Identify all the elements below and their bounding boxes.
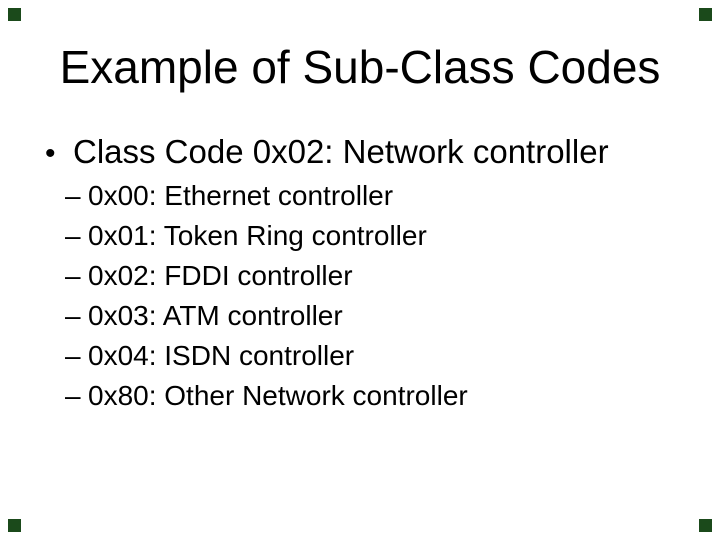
dash-icon: – xyxy=(65,300,81,331)
sub-bullet-list: – 0x00: Ethernet controller – 0x01: Toke… xyxy=(65,176,468,416)
sub-bullet-item: – 0x02: FDDI controller xyxy=(65,256,468,296)
sub-bullet-item: – 0x01: Token Ring controller xyxy=(65,216,468,256)
slide-title: Example of Sub-Class Codes xyxy=(59,41,661,93)
corner-marker-top-right xyxy=(699,8,712,21)
corner-marker-bottom-right xyxy=(699,519,712,532)
sub-bullet-text: 0x80: Other Network controller xyxy=(88,380,468,411)
bullet-dot-icon: • xyxy=(45,137,56,170)
dash-icon: – xyxy=(65,340,81,371)
sub-bullet-text: 0x03: ATM controller xyxy=(88,300,343,331)
corner-marker-top-left xyxy=(8,8,21,21)
sub-bullet-item: – 0x00: Ethernet controller xyxy=(65,176,468,216)
sub-bullet-item: – 0x03: ATM controller xyxy=(65,296,468,336)
sub-bullet-text: 0x00: Ethernet controller xyxy=(88,180,394,211)
bullet-item: • Class Code 0x02: Network controller xyxy=(45,133,609,170)
bullet-text: Class Code 0x02: Network controller xyxy=(73,133,609,170)
dash-icon: – xyxy=(65,260,81,291)
sub-bullet-text: 0x02: FDDI controller xyxy=(88,260,353,291)
dash-icon: – xyxy=(65,220,81,251)
sub-bullet-item: – 0x80: Other Network controller xyxy=(65,376,468,416)
corner-marker-bottom-left xyxy=(8,519,21,532)
sub-bullet-item: – 0x04: ISDN controller xyxy=(65,336,468,376)
sub-bullet-text: 0x04: ISDN controller xyxy=(88,340,355,371)
sub-bullet-text: 0x01: Token Ring controller xyxy=(88,220,427,251)
dash-icon: – xyxy=(65,380,81,411)
dash-icon: – xyxy=(65,180,81,211)
